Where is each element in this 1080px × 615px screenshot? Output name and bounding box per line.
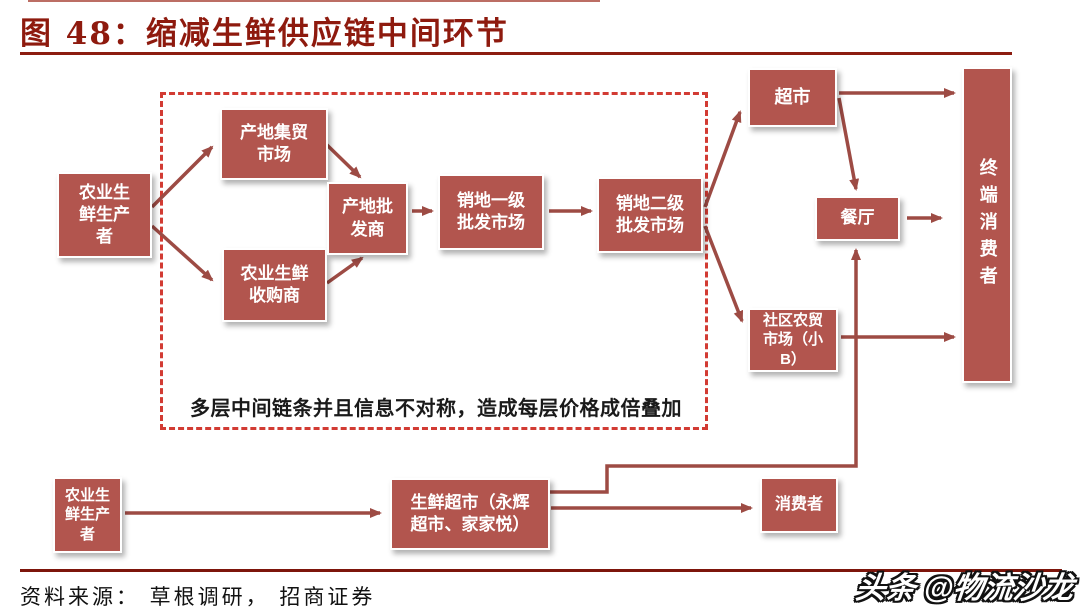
arrow-level2-to-community-market <box>703 225 744 323</box>
node-producer-bottom: 农业生鲜生产者 <box>53 477 122 553</box>
arrow-origin-market-to-origin-wholesaler <box>324 142 362 179</box>
source-note: 资料来源： 草根调研， 招商证券 <box>20 585 376 609</box>
node-label: 产地集贸市场 <box>240 122 308 164</box>
node-restaurant: 餐厅 <box>815 196 900 241</box>
node-purchaser: 农业生鲜收购商 <box>222 248 327 322</box>
arrow-purchaser-to-origin-wholesaler <box>325 256 364 285</box>
node-community-market: 社区农贸市场（小B） <box>748 308 838 372</box>
node-label: 餐厅 <box>840 208 875 228</box>
watermark: 头条 @物流沙龙 <box>853 572 1075 605</box>
node-producer-top: 农业生鲜生产者 <box>57 172 152 258</box>
node-dest-wholesale-level2: 销地二级批发市场 <box>597 177 703 253</box>
node-dest-wholesale-level1: 销地一级批发市场 <box>438 174 544 250</box>
node-label: 生鲜超市（永辉超市、家家悦） <box>410 492 530 534</box>
node-label: 产地批发商 <box>342 197 393 239</box>
dashed-frame-annotation: 多层中间链条并且信息不对称，造成每层价格成倍叠加 <box>190 398 682 420</box>
node-origin-market: 产地集贸市场 <box>220 108 328 180</box>
node-consumer: 消费者 <box>760 477 838 533</box>
node-label: 终端消费者 <box>977 157 998 293</box>
top-edge-line <box>28 0 600 2</box>
node-label: 超市 <box>774 86 811 107</box>
arrow-fresh-supermarket-to-restaurant <box>550 248 861 494</box>
node-fresh-supermarket: 生鲜超市（永辉超市、家家悦） <box>390 478 550 550</box>
arrow-producer-to-purchaser <box>150 224 214 282</box>
arrow-supermarket-to-restaurant <box>837 97 860 191</box>
node-label: 销地一级批发市场 <box>457 190 525 232</box>
intermediate-links-dashed-frame <box>160 92 708 430</box>
arrow-level2-to-supermarket <box>703 110 742 208</box>
title-underline <box>20 52 1012 55</box>
node-label: 农业生鲜生产者 <box>64 486 110 543</box>
node-end-consumer: 终端消费者 <box>962 67 1012 383</box>
arrow-producer-to-origin-market <box>150 145 214 209</box>
node-label: 农业生鲜生产者 <box>79 182 130 247</box>
footer-rule <box>20 569 1062 572</box>
node-label: 农业生鲜收购商 <box>240 263 309 305</box>
node-label: 销地二级批发市场 <box>616 193 684 235</box>
node-label: 消费者 <box>774 495 823 513</box>
figure-title: 图 48：缩减生鲜供应链中间环节 <box>20 16 509 52</box>
node-origin-wholesaler: 产地批发商 <box>327 182 408 255</box>
node-label: 社区农贸市场（小B） <box>762 311 823 368</box>
node-supermarket: 超市 <box>748 68 837 127</box>
